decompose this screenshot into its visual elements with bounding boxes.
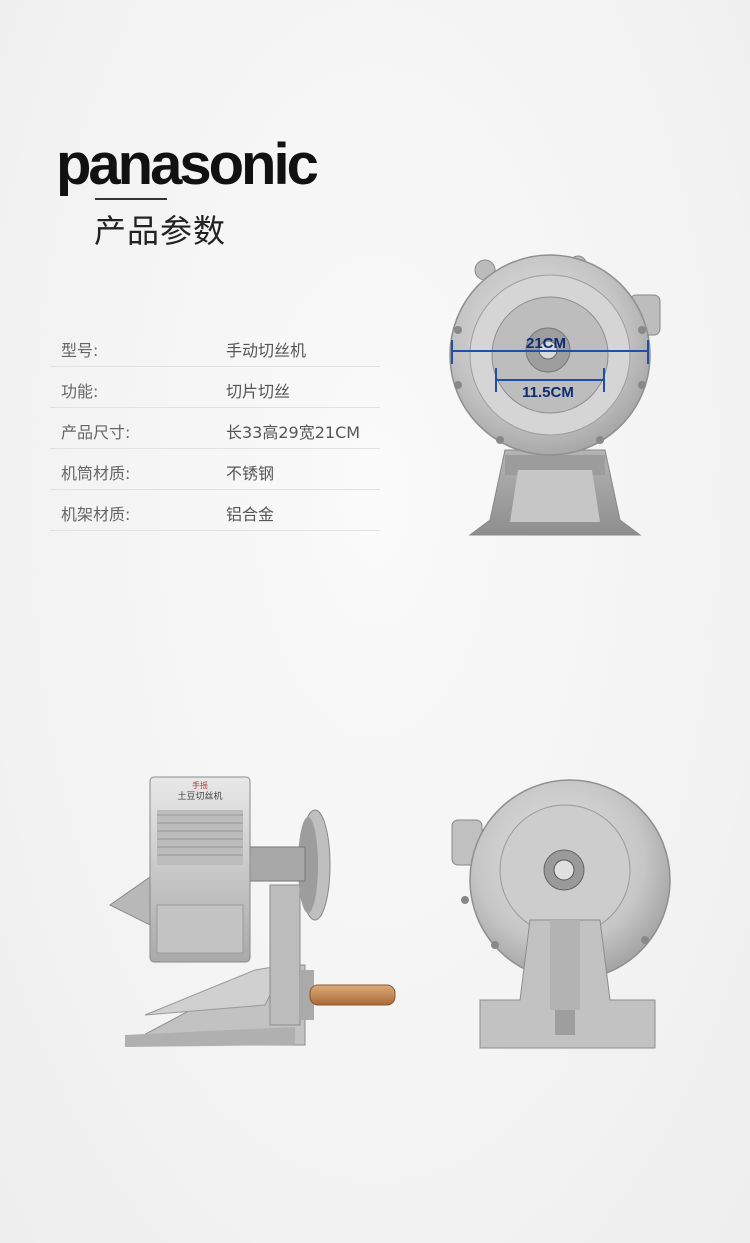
spec-row-drum-material: 机筒材质: 不锈钢 bbox=[50, 449, 380, 490]
brand-logo: panasonic bbox=[56, 132, 319, 197]
outer-dimension-label: 21CM bbox=[526, 335, 566, 352]
outer-dimension-line bbox=[451, 340, 649, 364]
rear-view-image bbox=[451, 779, 671, 1049]
spec-value: 铝合金 bbox=[226, 505, 275, 524]
title-rule bbox=[95, 198, 167, 200]
front-view-dimension-image: 21CM 11.5CM bbox=[449, 254, 661, 536]
inner-dimension-line bbox=[495, 368, 605, 392]
spec-table: 型号: 手动切丝机 功能: 切片切丝 产品尺寸: 长33高29宽21CM 机筒材… bbox=[50, 326, 380, 531]
section-title: 产品参数 bbox=[94, 212, 227, 250]
spec-label: 型号: bbox=[61, 341, 99, 360]
spec-value: 切片切丝 bbox=[226, 382, 291, 401]
drum-label-top: 手摇 bbox=[192, 780, 208, 790]
spec-label: 产品尺寸: bbox=[61, 423, 131, 442]
spec-value: 手动切丝机 bbox=[226, 341, 307, 360]
inner-dimension-label: 11.5CM bbox=[522, 384, 574, 401]
spec-value: 长33高29宽21CM bbox=[226, 423, 361, 442]
spec-row-function: 功能: 切片切丝 bbox=[50, 367, 380, 408]
spec-label: 功能: bbox=[61, 382, 99, 401]
spec-value: 不锈钢 bbox=[226, 464, 275, 483]
spec-row-model: 型号: 手动切丝机 bbox=[50, 326, 380, 367]
spec-label: 机架材质: bbox=[61, 505, 131, 524]
side-view-image: 手摇 土豆切丝机 bbox=[109, 776, 396, 1047]
spec-row-size: 产品尺寸: 长33高29宽21CM bbox=[50, 408, 380, 449]
spec-row-frame-material: 机架材质: 铝合金 bbox=[50, 490, 380, 531]
spec-label: 机筒材质: bbox=[61, 464, 131, 483]
drum-label-main: 土豆切丝机 bbox=[177, 790, 222, 802]
